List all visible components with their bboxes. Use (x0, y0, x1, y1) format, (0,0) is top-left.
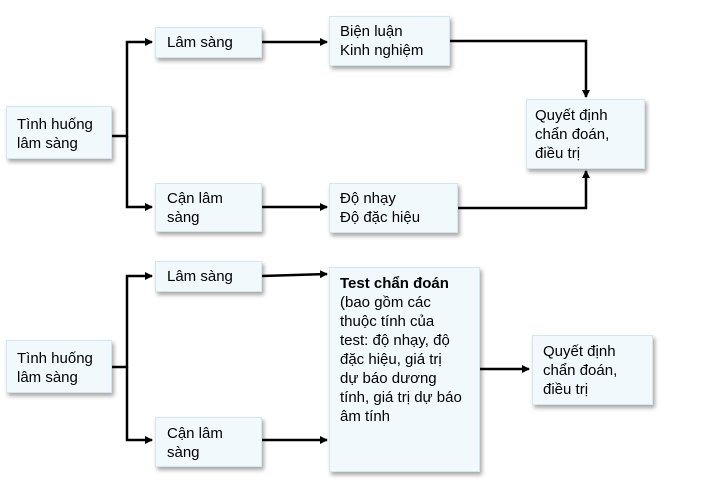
situation-box: Tình huống lâm sàng (6, 106, 112, 159)
decision-label-2: Quyết định chẩn đoán, điều trị (543, 343, 618, 398)
reasoning-box: Biện luận Kinh nghiệm (329, 16, 450, 66)
arrow-reasoning-to-decision (450, 39, 590, 98)
test-title: Test chẩn đoán (340, 275, 449, 292)
paraclinical-box: Cận lâm sàng (155, 183, 262, 232)
arrow-situation-to-paraclinical (125, 136, 153, 211)
paraclinical-box-2: Cận lâm sàng (155, 417, 262, 467)
situation-label-2: Tình huống lâm sàng (17, 350, 93, 386)
arrow-clinical-to-test (261, 270, 328, 279)
decision-label: Quyết định chẩn đoán, điều trị (535, 107, 610, 162)
decision-box-2: Quyết định chẩn đoán, điều trị (532, 335, 653, 405)
sensitivity-box: Độ nhạy Độ đặc hiệu (329, 183, 458, 233)
reasoning-label: Biện luận Kinh nghiệm (340, 23, 424, 59)
arrow-situation-to-clinical (112, 38, 153, 138)
arrow-sensitivity-to-decision (458, 170, 590, 210)
situation-box-2: Tình huống lâm sàng (6, 340, 112, 393)
clinical-label: Lâm sàng (167, 34, 233, 51)
clinical-box-2: Lâm sàng (155, 261, 262, 292)
test-description: (bao gồm các thuộc tính của test: độ nhạ… (340, 294, 462, 425)
paraclinical-label-2: Cận lâm sàng (167, 425, 223, 461)
arrow-situation-to-paraclinical-2 (125, 367, 153, 444)
decision-box: Quyết định chẩn đoán, điều trị (526, 99, 645, 169)
arrow-situation-to-clinical-2 (112, 272, 153, 369)
clinical-label-2: Lâm sàng (167, 268, 233, 285)
clinical-box: Lâm sàng (155, 27, 262, 58)
sensitivity-label: Độ nhạy Độ đặc hiệu (340, 190, 421, 226)
test-box: Test chẩn đoán (bao gồm các thuộc tính c… (329, 267, 480, 472)
paraclinical-label: Cận lâm sàng (167, 190, 223, 226)
situation-label: Tình huống lâm sàng (17, 116, 93, 152)
